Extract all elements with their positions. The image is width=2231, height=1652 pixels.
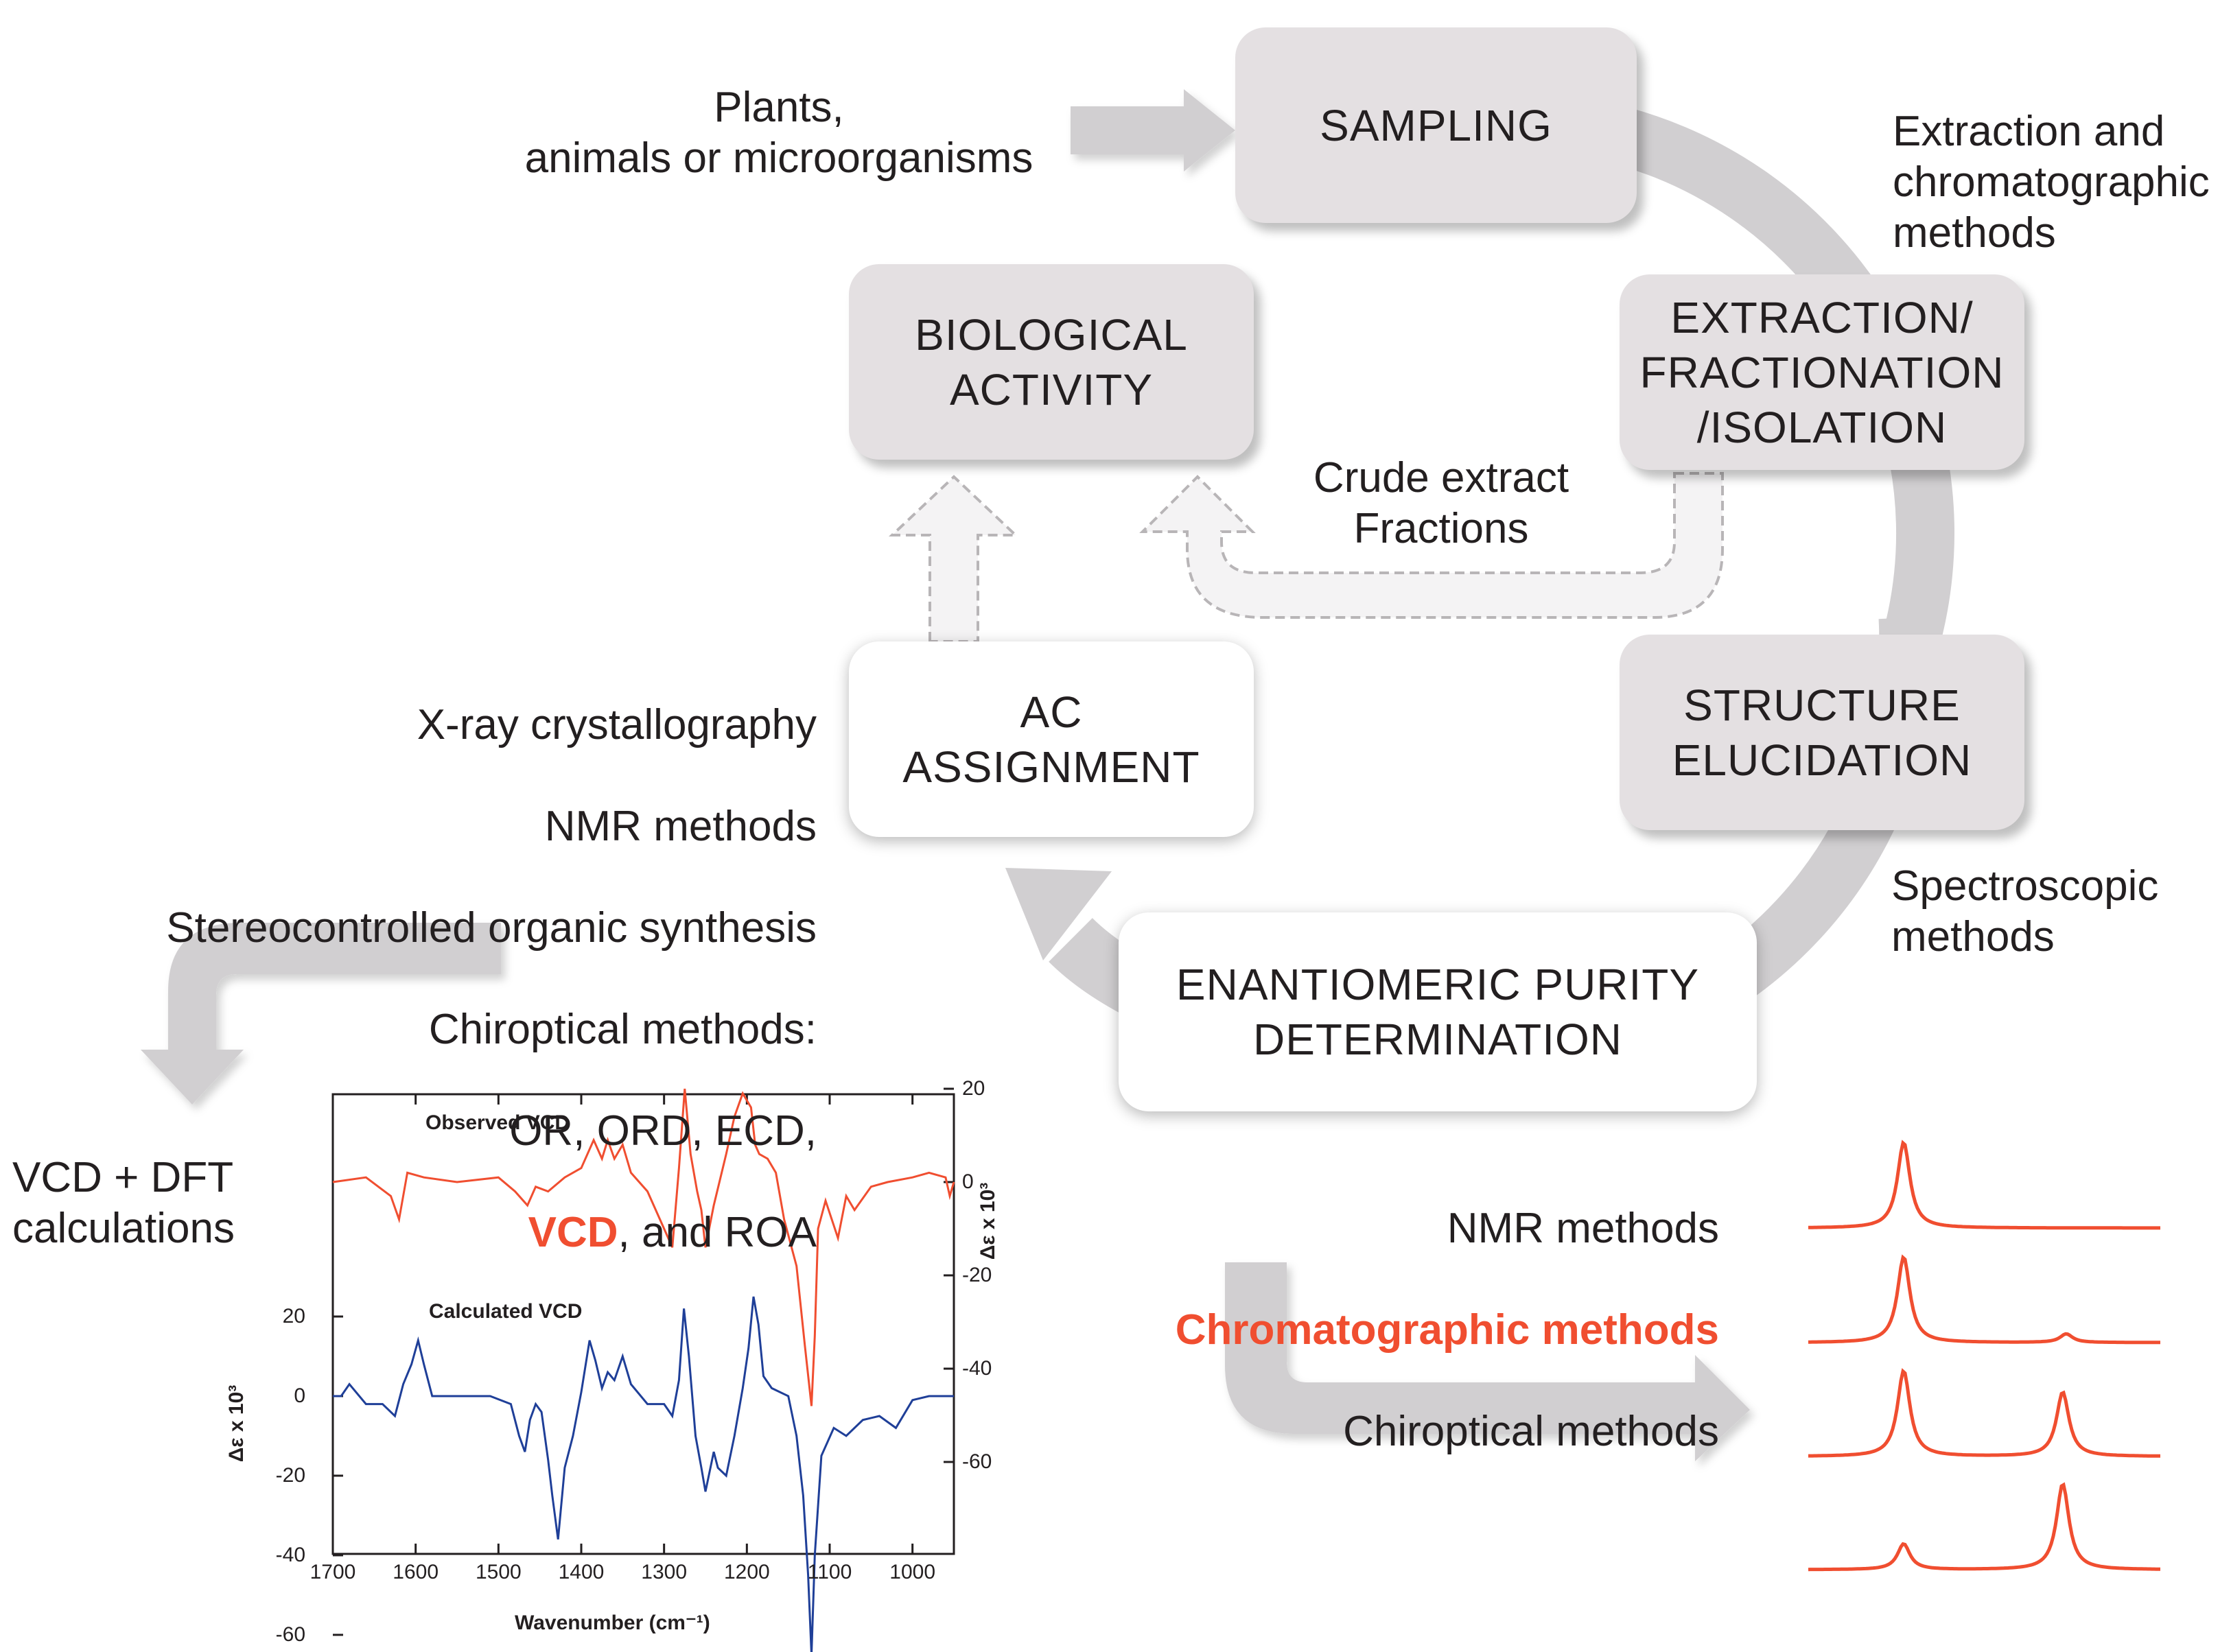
right-y-tick-label: 20	[962, 1077, 985, 1100]
left-y-tick-label: 20	[282, 1305, 305, 1328]
arrow-plants-to-sampling	[1071, 89, 1235, 172]
purity-nmr: NMR methods	[1447, 1205, 1719, 1252]
ac-method-synthesis: Stereocontrolled organic synthesis	[166, 904, 817, 952]
ac-assignment-label: AC ASSIGNMENT	[902, 687, 1200, 792]
chromatogram-trace	[1808, 1482, 2160, 1572]
roa-text: , and ROA	[618, 1209, 817, 1256]
calculated-vcd-title: Calculated VCD	[429, 1300, 583, 1323]
extraction-methods-label: Extraction and chromatographic methods	[1893, 108, 2210, 257]
left-y-tick-label: 0	[294, 1384, 305, 1407]
x-tick-label: 1100	[807, 1561, 852, 1583]
right-y-tick-label: -40	[962, 1357, 992, 1380]
structure-elucidation-label: STRUCTURE ELUCIDATION	[1672, 680, 1972, 785]
crude-extract-label: Crude extract Fractions	[1313, 454, 1569, 552]
vcd-chart-ticks	[331, 1087, 954, 1636]
dashed-arrow-ac-to-bio	[888, 475, 1020, 643]
right-y-tick-label: -20	[962, 1264, 992, 1286]
x-axis-title: Wavenumber (cm⁻¹)	[515, 1612, 710, 1634]
chromatograms	[1808, 1140, 2160, 1572]
y-axis-title-right: Δε x 10³	[977, 1182, 999, 1260]
y-axis-title-left: Δε x 10³	[225, 1384, 248, 1463]
ac-method-vcd-roa: VCD, and ROA	[69, 1207, 817, 1258]
extraction-box: EXTRACTION/ FRACTIONATION /ISOLATION	[1620, 274, 2024, 470]
arrow-methods-to-vcd	[141, 923, 501, 1105]
vcd-highlight: VCD	[528, 1209, 618, 1256]
structure-elucidation-box: STRUCTURE ELUCIDATION	[1620, 635, 2024, 830]
extraction-label: EXTRACTION/ FRACTIONATION /ISOLATION	[1639, 292, 2005, 452]
dashed-arrow-extraction-to-bio	[1139, 472, 1724, 619]
left-y-tick-label: -60	[275, 1623, 305, 1646]
sampling-label: SAMPLING	[1320, 100, 1552, 150]
ac-method-xray: X-ray crystallography	[417, 701, 817, 748]
biological-activity-label: BIOLOGICAL ACTIVITY	[915, 309, 1188, 414]
x-tick-label: 1600	[393, 1561, 439, 1583]
ac-method-chiroptical: Chiroptical methods:	[428, 1006, 817, 1053]
chromatogram-trace	[1808, 1140, 2160, 1230]
x-tick-label: 1300	[641, 1561, 688, 1583]
biological-activity-box: BIOLOGICAL ACTIVITY	[849, 264, 1254, 460]
right-y-tick-label: 0	[962, 1170, 974, 1193]
observed-vcd-line	[332, 1088, 955, 1406]
enantiomeric-purity-label: ENANTIOMERIC PURITY DETERMINATION	[1176, 960, 1700, 1064]
vcd-dft-label: VCD + DFT calculations	[12, 1154, 235, 1252]
x-tick-label: 1400	[558, 1561, 605, 1583]
observed-vcd-title: Observed VCD	[425, 1111, 570, 1134]
arrow-purity-to-chromatograms	[1225, 1262, 1750, 1461]
x-tick-label: 1700	[309, 1561, 356, 1583]
arrowhead-to-ac	[1005, 868, 1112, 960]
x-tick-label: 1000	[889, 1561, 936, 1583]
left-y-tick-label: -20	[275, 1464, 305, 1487]
x-tick-label: 1200	[723, 1561, 770, 1583]
ac-methods-list: X-ray crystallography NMR methods Stereo…	[69, 649, 817, 1309]
ac-method-or-ord-ecd: OR, ORD, ECD,	[509, 1107, 817, 1155]
sampling-box: SAMPLING	[1235, 27, 1637, 223]
purity-chiroptical: Chiroptical methods	[1343, 1408, 1719, 1455]
spectroscopic-methods-label: Spectroscopic methods	[1891, 862, 2159, 960]
purity-methods-list: NMR methods Chromatographic methods Chir…	[961, 1153, 1719, 1508]
ac-method-nmr: NMR methods	[544, 803, 817, 850]
vcd-chart-frame	[331, 1093, 955, 1555]
x-tick-label: 1500	[475, 1561, 522, 1583]
right-y-tick-label: -60	[962, 1450, 992, 1473]
plants-label: Plants, animals or microorganisms	[524, 84, 1033, 182]
chromatogram-trace	[1808, 1368, 2160, 1458]
purity-chromatographic: Chromatographic methods	[1175, 1306, 1719, 1354]
left-y-tick-label: -40	[275, 1544, 305, 1566]
chromatogram-trace	[1808, 1254, 2160, 1345]
enantiomeric-purity-box: ENANTIOMERIC PURITY DETERMINATION	[1119, 912, 1757, 1111]
ac-assignment-box: AC ASSIGNMENT	[849, 641, 1254, 837]
calculated-vcd-line	[333, 1296, 954, 1652]
